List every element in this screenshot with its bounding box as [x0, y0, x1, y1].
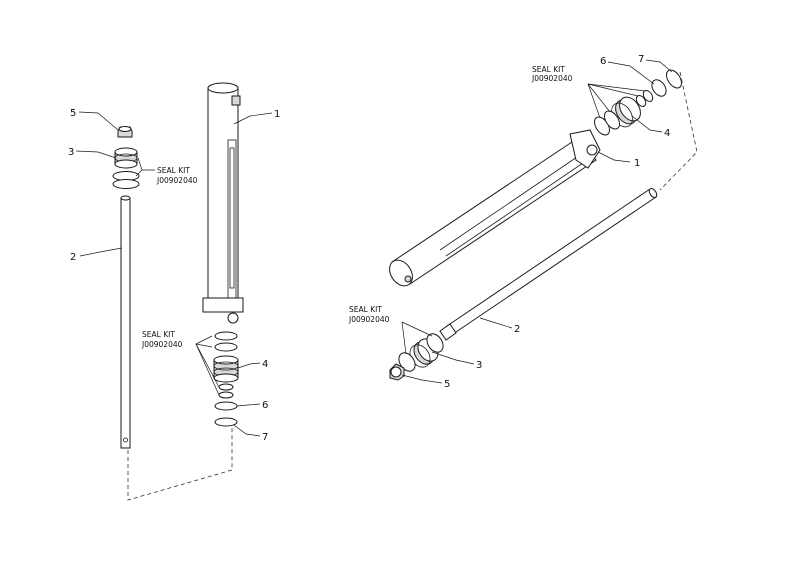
left-seal-kit-top-number: J00902040 — [156, 176, 198, 185]
left-leader-4 — [237, 362, 261, 369]
right-part-2-rod — [439, 188, 658, 341]
right-seal-kit-bottom-number: J00902040 — [348, 315, 390, 324]
left-seal-ring-b — [112, 179, 140, 189]
left-callout-2: 2 — [70, 252, 76, 263]
right-part-6-ring — [651, 79, 667, 97]
left-seal-ring-f — [218, 391, 234, 399]
left-seal-kit-bottom-number: J00902040 — [141, 340, 183, 349]
left-seal-kit-bottom-title: SEAL KIT — [142, 330, 175, 339]
right-seal-ring-d — [604, 110, 620, 130]
left-callout-4: 4 — [262, 359, 268, 370]
left-leader-1 — [233, 112, 273, 125]
left-callout-7: 7 — [262, 432, 268, 443]
right-leader-kit-bottom-b — [401, 321, 433, 337]
left-part-7-ring — [214, 417, 238, 427]
right-seal-kit-top-title: SEAL KIT — [532, 65, 565, 74]
right-callout-4: 4 — [664, 128, 670, 139]
right-callout-3: 3 — [476, 360, 482, 371]
left-leader-3 — [75, 150, 117, 159]
right-leader-4 — [631, 115, 663, 133]
left-callout-5: 5 — [70, 108, 76, 119]
right-leader-3 — [431, 351, 475, 365]
left-leader-5 — [78, 111, 119, 131]
right-part-3-piston — [409, 338, 439, 368]
left-view: 1 2 3 4 5 6 7 SEAL KIT J00902040 SEAL KI… — [68, 82, 280, 501]
left-part-3-piston — [114, 147, 138, 169]
left-seal-ring-e — [218, 383, 234, 391]
right-part-5-nut — [389, 363, 405, 381]
right-part-4-gland — [611, 96, 641, 128]
right-leader-5 — [401, 374, 443, 384]
right-callout-7: 7 — [638, 54, 644, 65]
left-part-1-cylinder — [202, 82, 244, 324]
right-leader-kit-top-d — [587, 83, 646, 92]
left-leader-2 — [79, 247, 123, 257]
right-leader-2 — [479, 317, 513, 329]
right-leader-kit-top-a — [587, 83, 601, 119]
right-part-1-cylinder — [389, 129, 601, 287]
left-part-6-ring — [214, 401, 238, 411]
right-callout-6: 6 — [600, 56, 606, 67]
right-leader-kit-top-c — [587, 83, 639, 97]
left-callout-1: 1 — [274, 109, 280, 120]
right-leader-1 — [597, 151, 631, 163]
right-leader-kit-top-b — [587, 83, 611, 113]
right-callout-2: 2 — [514, 324, 520, 335]
left-leader-kit-bottom-d — [195, 343, 220, 396]
right-leader-7 — [645, 59, 673, 73]
left-leader-kit-top-b — [137, 157, 143, 171]
right-view: 1 2 3 4 5 6 7 SEAL KIT J00902040 SEAL KI… — [348, 54, 698, 390]
left-leader-6 — [236, 403, 261, 407]
left-seal-ring-c — [214, 331, 238, 341]
left-part-5-nut — [117, 126, 133, 138]
right-leader-6 — [607, 61, 655, 85]
right-leader-kit-bottom-a — [401, 321, 407, 355]
left-leader-kit-bottom-a — [195, 335, 213, 345]
right-seal-ring-b — [398, 352, 416, 372]
left-leader-7 — [233, 424, 261, 437]
left-part-4-gland — [213, 355, 239, 383]
left-leader-kit-bottom-c — [195, 343, 220, 388]
right-part-7-ring — [666, 69, 682, 89]
left-callout-6: 6 — [262, 400, 268, 411]
left-callout-3: 3 — [68, 147, 74, 158]
right-seal-kit-top-number: J00902040 — [531, 74, 573, 83]
right-seal-kit-bottom-title: SEAL KIT — [349, 305, 382, 314]
left-alignment-line — [127, 420, 233, 501]
left-seal-ring-d — [214, 342, 238, 352]
left-part-2-rod — [120, 195, 131, 449]
right-callout-5: 5 — [444, 379, 450, 390]
right-callout-1: 1 — [634, 158, 640, 169]
left-leader-kit-bottom-b — [195, 343, 213, 348]
left-seal-kit-top-title: SEAL KIT — [157, 166, 190, 175]
